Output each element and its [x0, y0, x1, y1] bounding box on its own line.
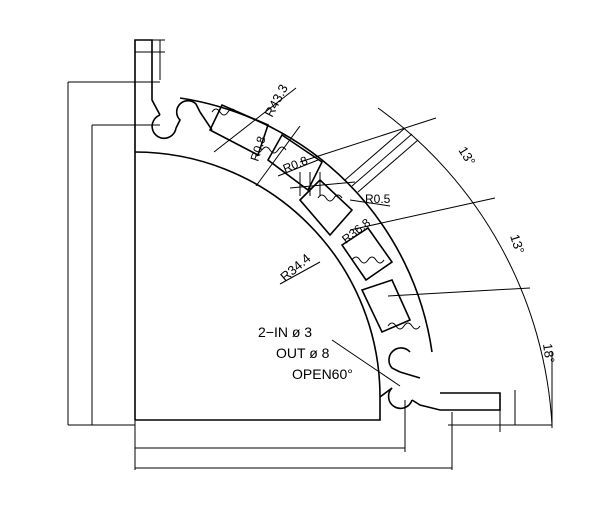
profile-outline [134, 97, 433, 421]
label-r-outer: R43.3 [261, 82, 291, 120]
hole-callout: 2−IN ø 3 OUT ø 8 OPEN60° [258, 324, 353, 382]
label-angle-2: 13° [507, 232, 527, 255]
hole-note-line1: 2−IN ø 3 [258, 324, 312, 340]
label-r-corner-b: R0.8 [281, 153, 310, 176]
grip-waves [211, 108, 421, 330]
hole-note-line2: OUT ø 8 [276, 345, 330, 361]
label-r-small: R0.5 [365, 192, 391, 206]
angular-dimension [289, 107, 553, 426]
label-angle-1: 13° [455, 144, 478, 169]
dimension-lines [67, 39, 553, 470]
label-r-inner-slot: R36.8 [339, 215, 373, 246]
label-r-corner-a: R0.8 [248, 134, 269, 163]
bottom-inner-edge [135, 397, 381, 421]
label-r-inner: R34.4 [277, 251, 313, 285]
outer-arc [179, 97, 433, 353]
hole-note-line3: OPEN60° [292, 366, 353, 382]
chambers [208, 103, 412, 334]
bottom-right-hook [379, 347, 501, 411]
dimension-labels: R43.3 R0.8 R0.8 R0.5 R36.8 R34.4 13° 13°… [248, 82, 558, 364]
leader-lines [213, 87, 401, 387]
label-angle-3: 18° [540, 342, 558, 364]
inner-arc [134, 151, 381, 398]
top-left-hook [134, 39, 213, 152]
